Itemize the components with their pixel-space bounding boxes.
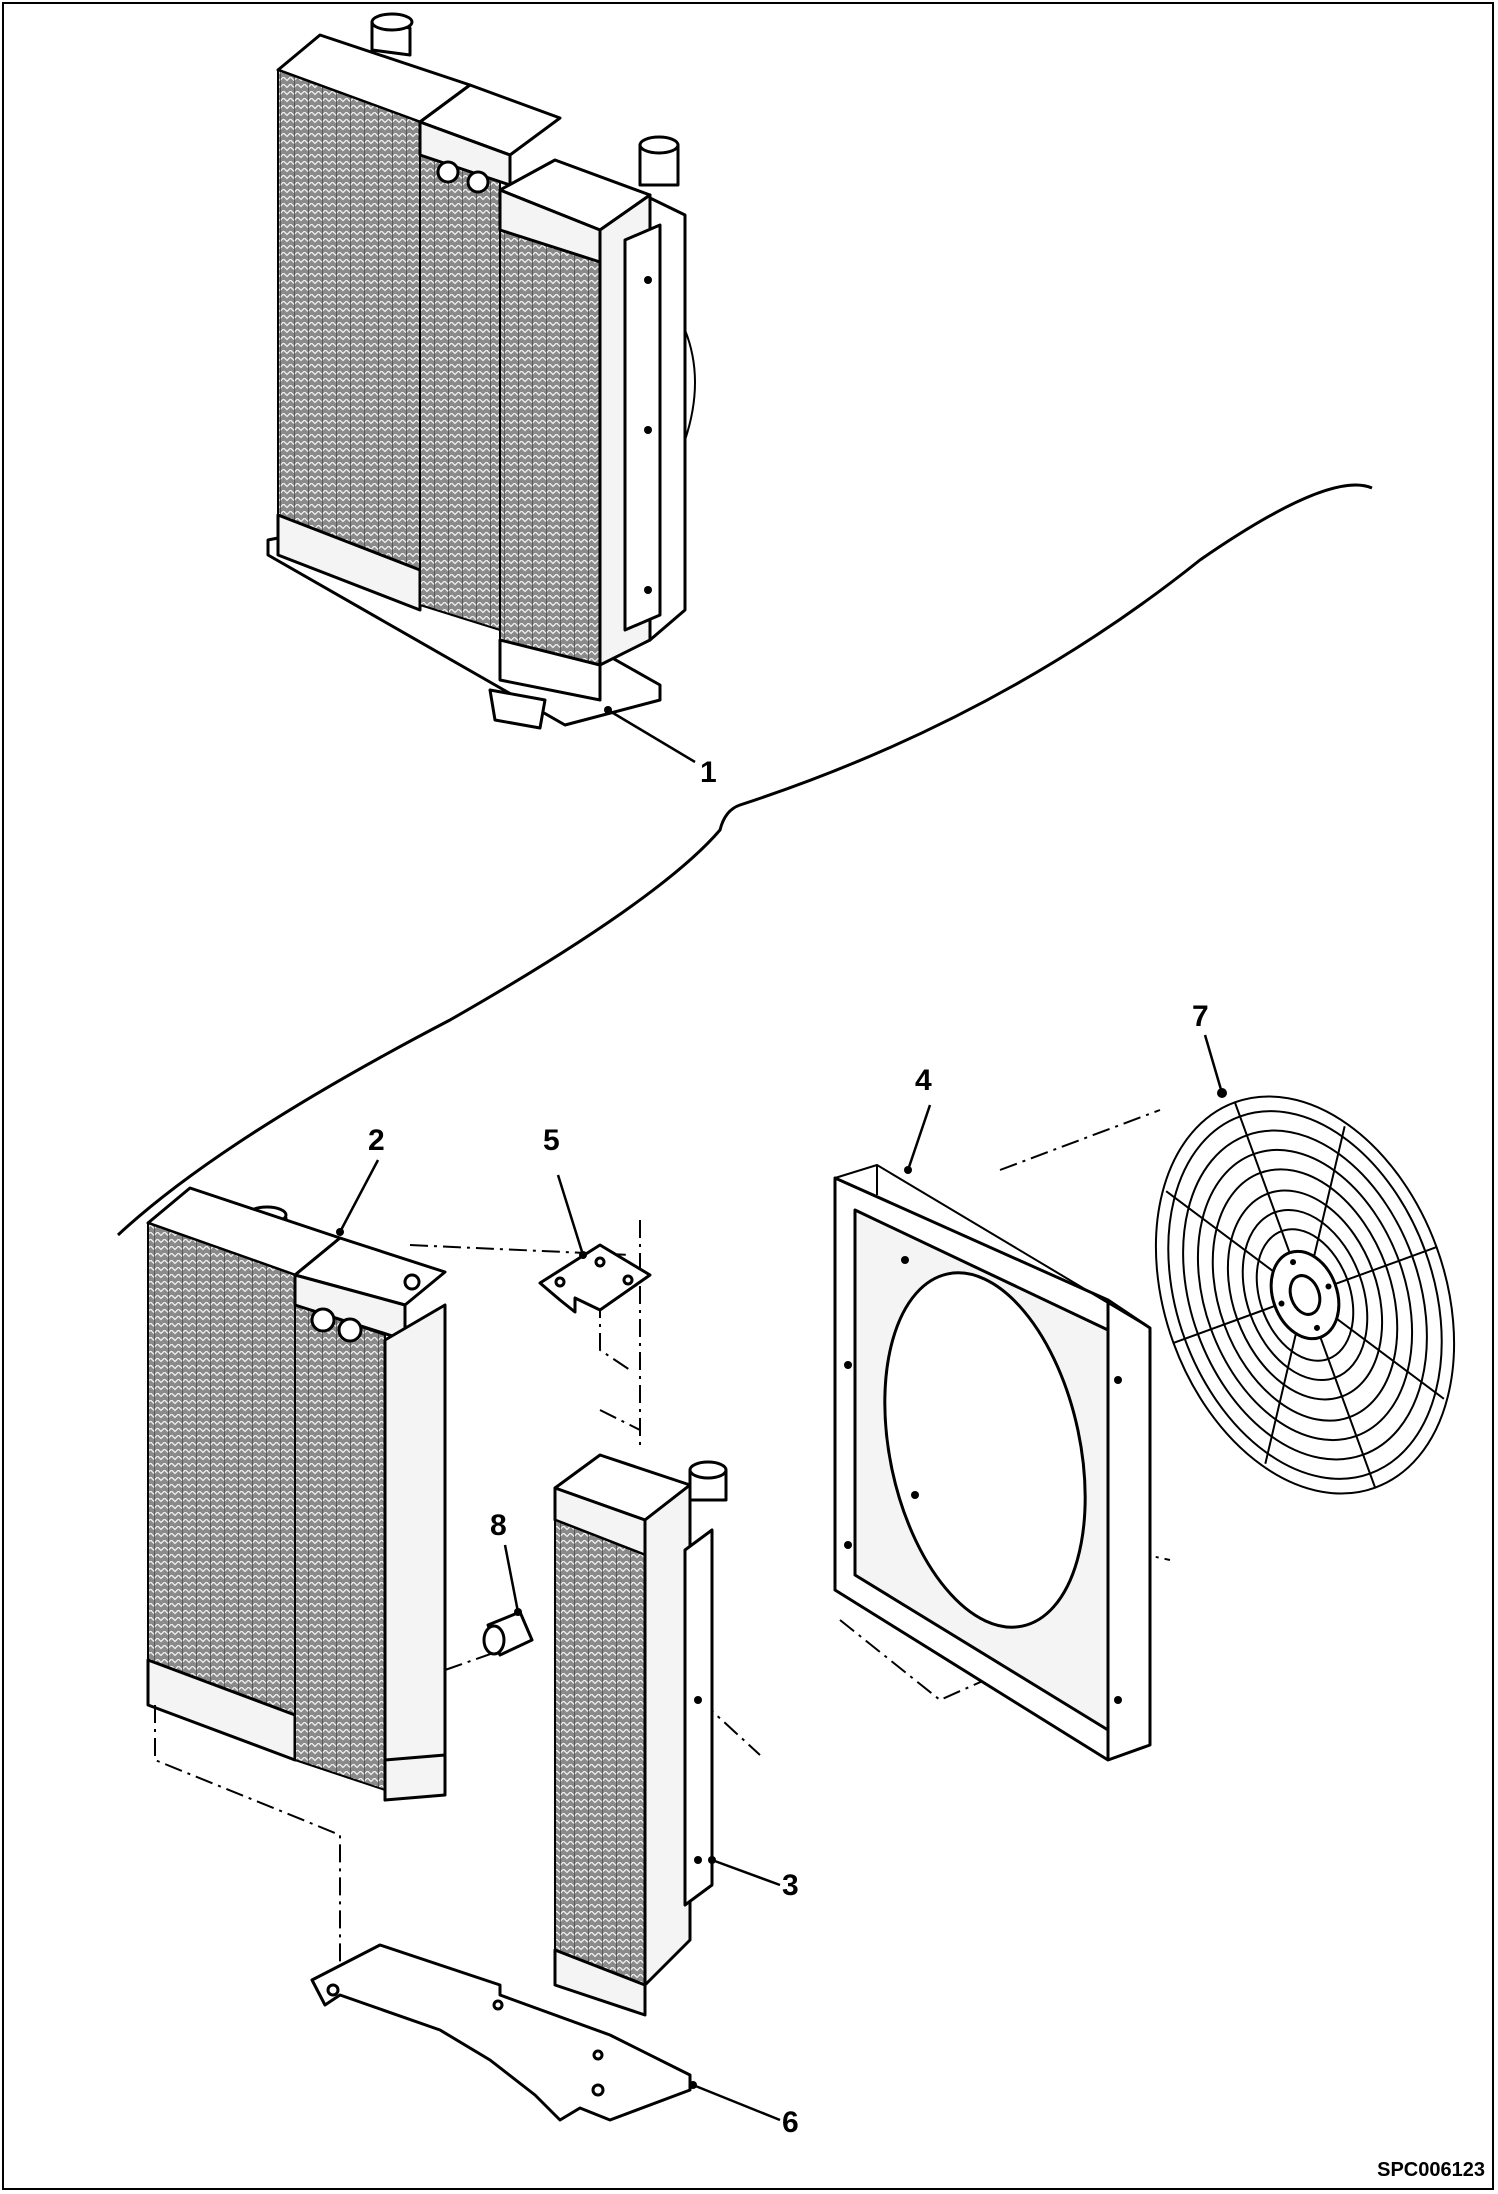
assembly-brace <box>116 483 1373 1237</box>
main-cooler <box>146 1186 447 1802</box>
callout-5: 5 <box>543 1124 560 1157</box>
callout-2: 2 <box>368 1124 385 1157</box>
assembly-main-core <box>277 68 421 572</box>
side-cooler <box>553 1453 728 2017</box>
callout-3: 3 <box>782 1869 799 1902</box>
assembly-line-b <box>444 1220 1121 1905</box>
fan-shroud <box>833 1163 1152 1762</box>
leader-8 <box>503 1544 520 1613</box>
drawing-code: SPC006123 <box>1377 2159 1485 2181</box>
callout-1: 1 <box>700 756 717 789</box>
callout-4: 4 <box>915 1064 932 1097</box>
side-cooler-core <box>554 1518 646 1987</box>
leader-7 <box>1203 1034 1224 1094</box>
callout-7: 7 <box>1192 1000 1209 1033</box>
shroud-opening <box>883 1271 1087 1629</box>
leader-6 <box>692 2083 781 2122</box>
spacer-8 <box>482 1608 534 1657</box>
leader-4 <box>906 1104 932 1171</box>
leader-2 <box>338 1159 380 1233</box>
leader-3 <box>711 1858 781 1887</box>
leader-1 <box>607 708 696 764</box>
cooler-assembly <box>266 12 696 730</box>
fan-guard <box>1154 1095 1456 1495</box>
main-cooler-core-left <box>147 1221 296 1717</box>
assembly-side-core <box>499 228 601 667</box>
bracket-5 <box>538 1243 652 1314</box>
base-plate-6 <box>310 1943 697 2122</box>
main-cooler-core-right <box>294 1303 386 1792</box>
base-plate-shape <box>310 1943 692 2122</box>
assembly-line-a <box>154 1244 631 2000</box>
leader-5 <box>556 1174 585 1256</box>
callout-8: 8 <box>490 1509 507 1542</box>
callout-6: 6 <box>782 2106 799 2139</box>
